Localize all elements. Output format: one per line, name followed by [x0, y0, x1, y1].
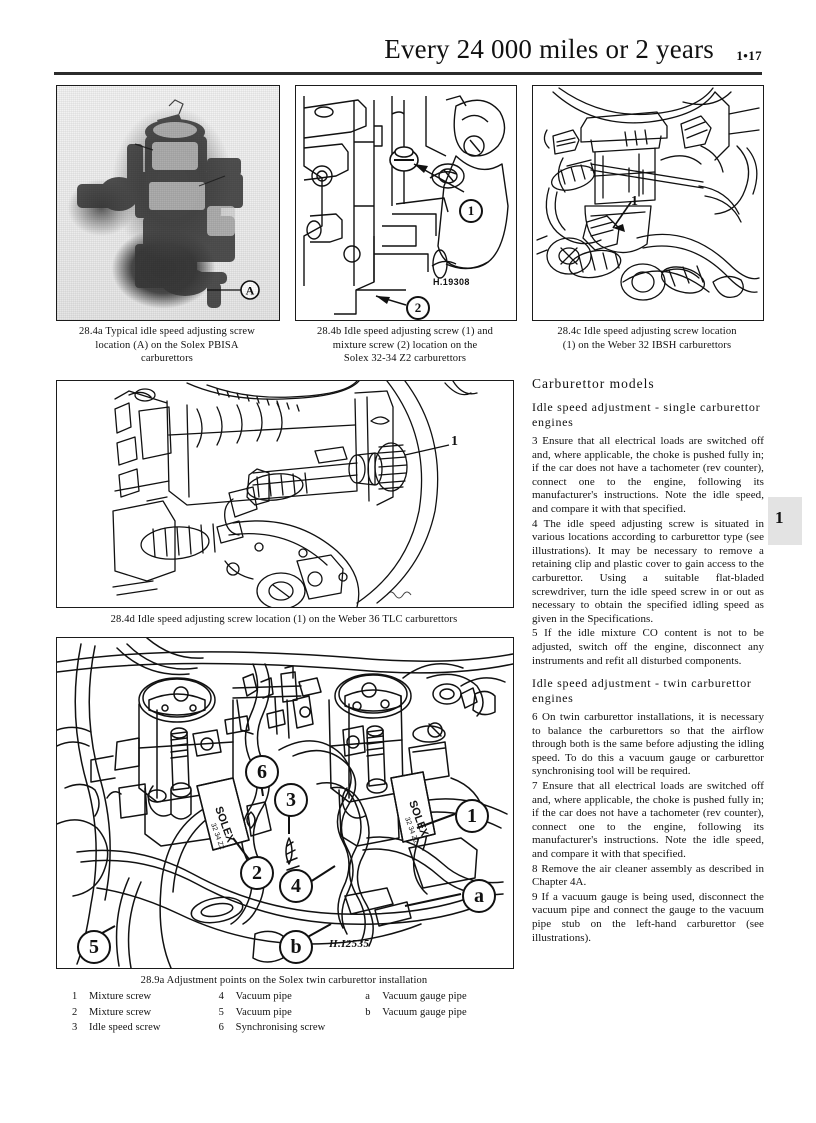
caption-line: 28.4d Idle speed adjusting screw locatio…	[110, 614, 458, 625]
legend-key: 1	[72, 991, 78, 1002]
figure-28-4d-caption: 28.4d Idle speed adjusting screw locatio…	[56, 613, 512, 627]
figure-28-4b: 1 2 H.19308	[295, 85, 517, 321]
legend-key: 3	[72, 1022, 78, 1033]
paragraph-4: 4 The idle speed adjusting screw is situ…	[532, 517, 764, 625]
legend-value: Mixture screw	[89, 991, 152, 1002]
legend-item: 6 Synchronising screw	[219, 1020, 366, 1036]
header-divider	[54, 72, 762, 75]
figure-28-4a-caption: 28.4a Typical idle speed adjusting screw…	[56, 325, 278, 366]
callout-1: 1	[459, 199, 483, 223]
callout-4: 4	[279, 869, 313, 903]
legend-key: 5	[218, 1006, 224, 1018]
paragraph-9: 9 If a vacuum gauge is being used, disco…	[532, 890, 764, 944]
page-header: Every 24 000 miles or 2 years 1•17	[54, 34, 762, 70]
legend-value: Synchronising screw	[235, 1022, 326, 1033]
legend-row: 3 Idle speed screw 6 Synchronising screw	[72, 1020, 512, 1036]
section-heading: Carburettor models	[532, 376, 655, 391]
figure-28-4d: 1	[56, 380, 514, 608]
paragraph-8: 8 Remove the air cleaner assembly as des…	[532, 862, 764, 889]
legend-key: a	[365, 991, 371, 1002]
figure-28-9a-caption: 28.9a Adjustment points on the Solex twi…	[56, 974, 512, 988]
paragraph-6: 6 On twin carburettor installations, it …	[532, 711, 764, 778]
callout-5: 5	[77, 930, 111, 964]
chapter-margin-tab: 1	[768, 497, 802, 545]
body-text-column: Carburettor models Idle speed adjustment…	[532, 376, 764, 946]
paragraph-7: 7 Ensure that all electrical loads are s…	[532, 780, 764, 861]
caption-line: (1) on the Weber 32 IBSH carburettors	[562, 339, 732, 351]
callout-1: 1	[631, 194, 638, 209]
legend-row: 1 Mixture screw 4 Vacuum pipe a Vacuum g…	[72, 989, 512, 1005]
caption-line: Solex 32-34 Z2 carburettors	[343, 353, 467, 364]
callout-6: 6	[245, 755, 279, 789]
legend-value: Vacuum pipe	[235, 1006, 292, 1018]
legend-item: b Vacuum gauge pipe	[365, 1005, 512, 1021]
page-number: 1•17	[736, 48, 762, 63]
caption-line: carburettors	[141, 353, 193, 364]
figure-28-4a: A	[56, 85, 280, 321]
legend-item: 1 Mixture screw	[72, 989, 219, 1005]
legend-value: Vacuum pipe	[235, 991, 292, 1002]
paragraph-5: 5 If the idle mixture CO content is not …	[532, 627, 764, 667]
callout-b: b	[279, 930, 313, 964]
figure-28-4c-caption: 28.4c Idle speed adjusting screw locatio…	[532, 325, 762, 352]
svg-text:A: A	[246, 284, 255, 298]
legend-key: b	[365, 1006, 371, 1018]
caption-line: 28.4c Idle speed adjusting screw locatio…	[557, 326, 737, 337]
solex-twin-carburettor-drawing: SOLEX 32 34 Z2 SOLEX 32 34 Z2	[57, 638, 513, 968]
subheading-twin-carb: Idle speed adjustment - twin carburettor…	[532, 676, 752, 706]
callout-1: 1	[451, 434, 458, 449]
figure-28-9a-legend: 1 Mixture screw 4 Vacuum pipe a Vacuum g…	[72, 989, 512, 1036]
callout-3: 3	[274, 783, 308, 817]
legend-item	[365, 1020, 512, 1036]
legend-value: Vacuum gauge pipe	[382, 1006, 467, 1018]
legend-item: a Vacuum gauge pipe	[365, 989, 512, 1005]
caption-line: 28.4b Idle speed adjusting screw (1) and	[317, 326, 493, 337]
legend-item: 3 Idle speed screw	[72, 1020, 219, 1036]
paragraph-3: 3 Ensure that all electrical loads are s…	[532, 435, 764, 515]
caption-line: 28.4a Typical idle speed adjusting screw	[79, 326, 255, 337]
weber-32-ibsh-drawing	[533, 86, 763, 320]
callout-2: 2	[406, 296, 430, 320]
drawing-reference: H.I2535	[329, 938, 370, 950]
legend-key: 6	[218, 1022, 224, 1033]
drawing-reference: H.19308	[433, 277, 470, 287]
legend-row: 2 Mixture screw 5 Vacuum pipe b Vacuum g…	[72, 1005, 512, 1021]
page-title: Every 24 000 miles or 2 years	[384, 34, 714, 64]
caption-line: mixture screw (2) location on the	[332, 339, 478, 351]
caption-line: location (A) on the Solex PBISA	[95, 339, 239, 351]
callout-1: 1	[455, 799, 489, 833]
caption-line: 28.9a Adjustment points on the Solex twi…	[140, 975, 428, 986]
figure-28-4b-caption: 28.4b Idle speed adjusting screw (1) and…	[295, 325, 515, 366]
subheading-single-carb: Idle speed adjustment - single carburett…	[532, 400, 761, 429]
halftone-grain	[57, 86, 279, 320]
legend-item: 4 Vacuum pipe	[219, 989, 366, 1005]
legend-value: Vacuum gauge pipe	[382, 991, 467, 1002]
callout-a: a	[462, 879, 496, 913]
chapter-number: 1	[775, 508, 784, 527]
callout-2: 2	[240, 856, 274, 890]
legend-key: 2	[72, 1006, 78, 1018]
figure-28-9a: SOLEX 32 34 Z2 SOLEX 32 34 Z2 1 2	[56, 637, 514, 969]
legend-key: 4	[218, 991, 224, 1002]
legend-value: Mixture screw	[89, 1006, 152, 1018]
figure-28-4c: 1	[532, 85, 764, 321]
solex-32-34-z2-drawing	[296, 86, 516, 320]
legend-value: Idle speed screw	[89, 1022, 161, 1033]
legend-item: 5 Vacuum pipe	[219, 1005, 366, 1021]
weber-36-tlc-drawing	[57, 381, 513, 607]
carburettor-photo-detail: A	[57, 86, 279, 320]
legend-item: 2 Mixture screw	[72, 1005, 219, 1021]
